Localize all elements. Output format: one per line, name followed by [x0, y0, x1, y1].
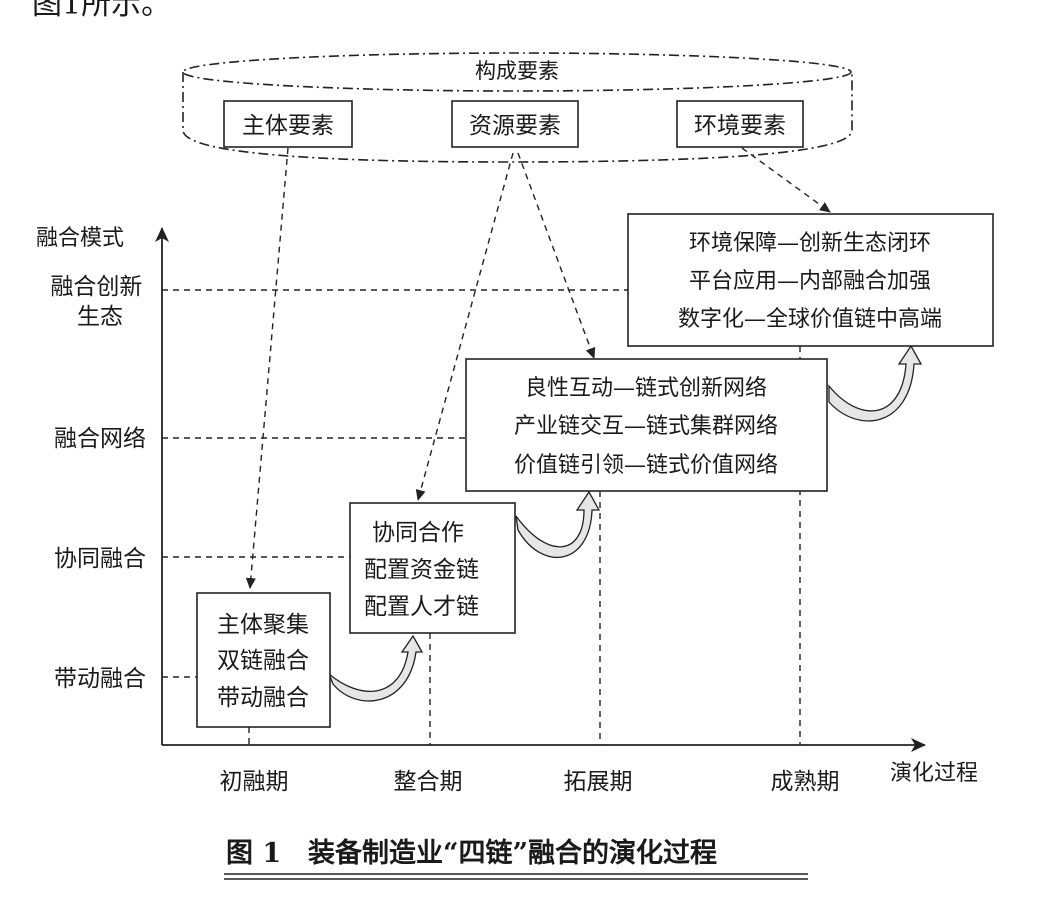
stage-expansion: 拓展期 [564, 769, 633, 795]
caption-fig-no: 图 1 [226, 838, 281, 869]
stage-box-mature: 环境保障—创新生态闭环 平台应用—内部融合加强 数字化—全球价值链中高端 [627, 213, 994, 347]
stage-box-integration-line1: 协同合作 [372, 520, 464, 546]
x-stages: 初融期 整合期 拓展期 成熟期 [220, 769, 840, 795]
cylinder-outline [182, 72, 853, 163]
y-level-driving: 带动融合 [54, 666, 146, 692]
stage-box-expansion-line3: 价值链引领—链式价值网络 [514, 453, 778, 478]
stage-mature: 成熟期 [771, 769, 840, 795]
element-resource: 资源要素 [469, 113, 561, 139]
stage-box-integration-frame [349, 502, 516, 634]
cylinder-top [182, 52, 852, 92]
y-level-ecosystem: 融合创新 生态 [50, 274, 149, 330]
y-level-synergy: 协同融合 [54, 546, 146, 572]
stage-box-initial-line1: 主体聚集 [217, 612, 309, 638]
y-level-ecosystem-line2: 生态 [77, 304, 123, 330]
element-environment: 环境要素 [694, 113, 786, 139]
elements-group: 构成要素 主体要素 资源要素 环境要素 [182, 52, 853, 163]
stage-box-initial-line3: 带动融合 [217, 685, 309, 711]
stage-box-initial: 主体聚集 双链融合 带动融合 [196, 592, 331, 728]
y-levels: 融合创新 生态 融合网络 协同融合 带动融合 [50, 274, 149, 692]
stage-box-mature-line1: 环境保障—创新生态闭环 [689, 231, 931, 256]
element-box-resource [451, 100, 579, 148]
stage-box-mature-line2: 平台应用—内部融合加强 [689, 269, 931, 294]
stage-box-expansion-line2: 产业链交互—链式集群网络 [514, 414, 778, 439]
stage-integration: 整合期 [394, 769, 463, 795]
y-level-network: 融合网络 [54, 426, 146, 452]
arrow-environment [741, 147, 831, 213]
elements-title: 构成要素 [475, 59, 559, 83]
transition-arrows [328, 344, 923, 702]
axes: 融合模式 演化过程 [36, 226, 978, 786]
element-box-subject [223, 100, 353, 148]
transition-arrow-1 [328, 634, 424, 702]
stage-box-expansion-line1: 良性互动—链式创新网络 [525, 376, 767, 401]
element-subject: 主体要素 [242, 113, 334, 139]
caption-text: 装备制造业“四链”融合的演化过程 [308, 837, 717, 869]
figure-caption: 图 1 装备制造业“四链”融合的演化过程 [224, 837, 808, 880]
stage-box-mature-line3: 数字化—全球价值链中高端 [678, 307, 942, 332]
transition-arrow-2 [515, 490, 601, 558]
arrow-resource-synergy [415, 152, 514, 501]
stage-box-integration-line2: 配置资金链 [364, 557, 479, 583]
y-level-ecosystem-line1: 融合创新 [50, 274, 142, 300]
stage-box-initial-line2: 双链融合 [217, 648, 309, 674]
element-arrows [245, 147, 831, 589]
header-fragment: 图1所示。 [32, 0, 171, 22]
x-axis-label: 演化过程 [890, 761, 978, 786]
stage-initial: 初融期 [220, 769, 289, 795]
arrow-resource-network [517, 152, 596, 359]
transition-arrow-3 [828, 344, 923, 422]
element-box-environment [676, 100, 804, 148]
stage-box-mature-frame [627, 213, 994, 347]
stage-box-integration: 协同合作 配置资金链 配置人才链 [349, 502, 516, 634]
arrow-subject [245, 147, 289, 589]
stage-box-expansion: 良性互动—链式创新网络 产业链交互—链式集群网络 价值链引领—链式价值网络 [465, 358, 828, 492]
stage-box-initial-frame [196, 592, 331, 728]
y-axis-label: 融合模式 [36, 226, 124, 251]
stage-box-integration-line3: 配置人才链 [364, 594, 479, 620]
stage-box-expansion-frame [465, 358, 828, 492]
